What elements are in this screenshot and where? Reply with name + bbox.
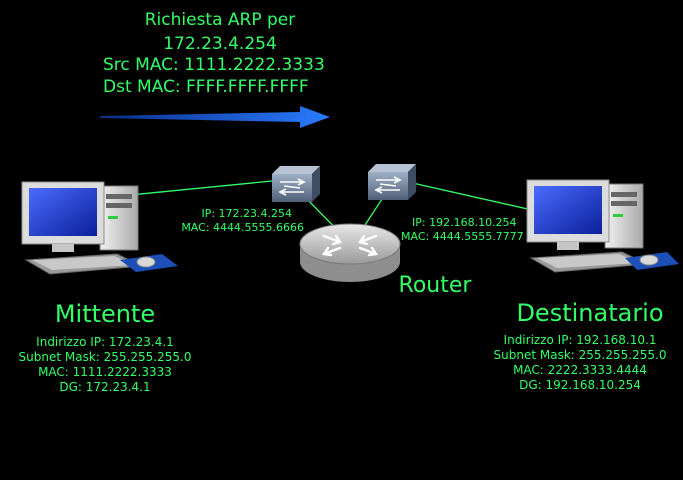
sender-name: Mittente xyxy=(54,300,156,328)
router-right-iface-mac: MAC: 4444.5555.7777 xyxy=(401,230,524,243)
receiver-mac: MAC: 2222.3333.4444 xyxy=(513,363,647,377)
switch-icon xyxy=(368,164,416,200)
arp-title: Richiesta ARP per xyxy=(144,10,296,30)
switch-icon xyxy=(272,166,320,202)
sender-mac: MAC: 1111.2222.3333 xyxy=(38,365,172,379)
link-sender-to-switch xyxy=(119,180,273,197)
arp-target-ip: 172.23.4.254 xyxy=(163,34,277,54)
receiver-gateway: DG: 192.168.10.254 xyxy=(519,378,641,392)
receiver-subnet: Subnet Mask: 255.255.255.0 xyxy=(493,348,667,362)
sender-ip: Indirizzo IP: 172.23.4.1 xyxy=(36,335,174,349)
receiver-ip: Indirizzo IP: 192.168.10.1 xyxy=(503,333,657,347)
router-left-iface-mac: MAC: 4444.5555.6666 xyxy=(181,221,304,234)
arp-request-arrow xyxy=(100,106,330,128)
router-icon xyxy=(299,223,401,282)
sender-gateway: DG: 172.23.4.1 xyxy=(59,380,151,394)
router-right-iface-ip: IP: 192.168.10.254 xyxy=(412,216,517,229)
desktop-computer-icon xyxy=(21,181,178,275)
desktop-computer-icon xyxy=(526,179,679,273)
arp-dst-mac: Dst MAC: FFFF.FFFF.FFFF xyxy=(103,77,309,97)
router-left-iface-ip: IP: 172.23.4.254 xyxy=(201,207,292,220)
router-label: Router xyxy=(398,273,472,298)
arp-src-mac: Src MAC: 1111.2222.3333 xyxy=(103,55,325,75)
receiver-name: Destinatario xyxy=(516,299,664,327)
sender-subnet: Subnet Mask: 255.255.255.0 xyxy=(18,350,192,364)
